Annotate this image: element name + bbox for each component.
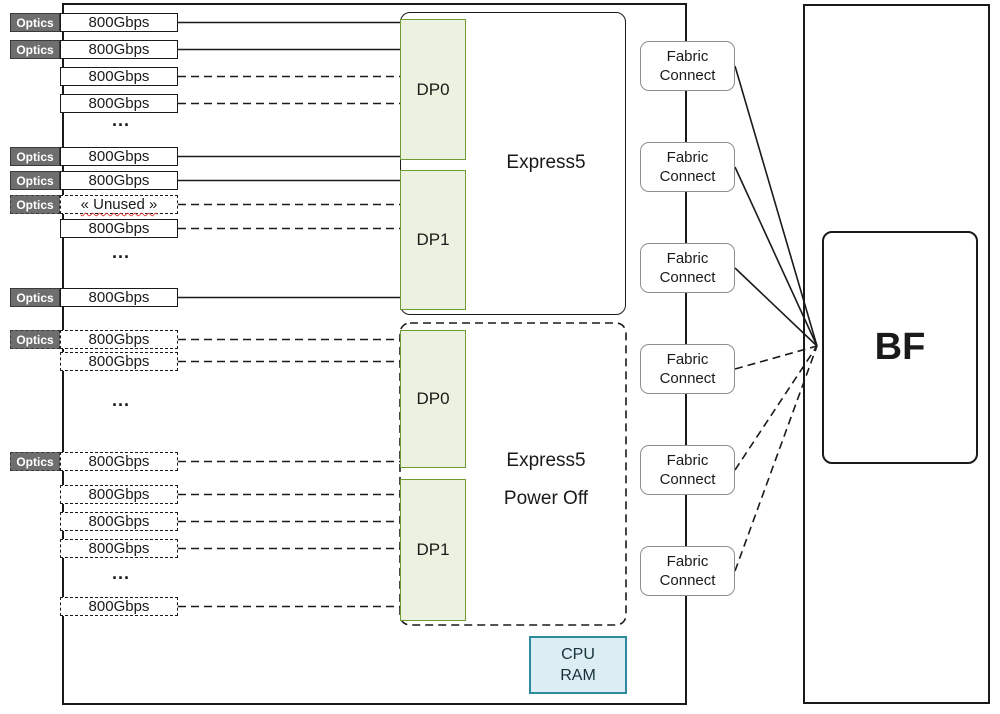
port-label: 800Gbps — [88, 540, 150, 557]
port-box: 800Gbps — [60, 219, 178, 238]
port-box: 800Gbps — [60, 330, 178, 349]
express5-on-block — [400, 12, 626, 315]
cpu-label: CPU — [561, 646, 595, 663]
port-label: 800Gbps — [88, 513, 150, 530]
port-box: 800Gbps — [60, 288, 178, 307]
bf-label: BF — [874, 326, 926, 368]
dp0-label: DP0 — [416, 79, 450, 99]
port-box: 800Gbps — [60, 352, 178, 371]
fabric-connect-node: Fabric Connect — [640, 445, 735, 495]
optics-badge: Optics — [10, 13, 60, 32]
port-box: 800Gbps — [60, 13, 178, 32]
more-ports-ellipsis: ... — [111, 110, 130, 130]
port-box: 800Gbps — [60, 67, 178, 86]
fabric-connect-node: Fabric Connect — [640, 243, 735, 293]
port-box: 800Gbps — [60, 171, 178, 190]
fabric-connect-node: Fabric Connect — [640, 41, 735, 91]
dp0-label: DP0 — [416, 389, 450, 408]
port-box: 800Gbps — [60, 597, 178, 616]
bf-block: BF — [822, 231, 978, 464]
port-label: 800Gbps — [88, 14, 150, 31]
optics-badge: Optics — [10, 330, 60, 349]
port-label: 800Gbps — [88, 172, 150, 189]
port-label: 800Gbps — [88, 289, 150, 306]
fabric-connect-node: Fabric Connect — [640, 142, 735, 192]
port-box: 800Gbps — [60, 40, 178, 59]
more-ports-ellipsis: ... — [111, 563, 130, 583]
express5-off-title: Express5 — [506, 450, 586, 471]
optics-badge: Optics — [10, 452, 60, 471]
dp1-block: DP1 — [400, 170, 466, 310]
express5-off-subtitle: Power Off — [503, 488, 589, 509]
port-label: 800Gbps — [88, 331, 150, 348]
optics-badge: Optics — [10, 40, 60, 59]
port-box: 800Gbps — [60, 94, 178, 113]
port-label: 800Gbps — [88, 148, 150, 165]
port-label: 800Gbps — [88, 68, 150, 85]
dp0-block-off: DP0 — [400, 330, 466, 468]
port-label: 800Gbps — [88, 95, 150, 112]
port-box-unused: « Unused » — [60, 195, 178, 214]
dp1-label: DP1 — [416, 230, 450, 249]
ram-label: RAM — [560, 667, 596, 684]
fabric-connect-node: Fabric Connect — [640, 344, 735, 394]
more-ports-ellipsis: ... — [111, 242, 130, 262]
port-label: 800Gbps — [88, 486, 150, 503]
optics-badge: Optics — [10, 195, 60, 214]
cpu-ram-block: CPU RAM — [529, 636, 627, 694]
dp1-label: DP1 — [416, 540, 450, 559]
optics-badge: Optics — [10, 147, 60, 166]
dp1-block-off: DP1 — [400, 479, 466, 621]
port-box: 800Gbps — [60, 485, 178, 504]
port-box: 800Gbps — [60, 147, 178, 166]
port-label: 800Gbps — [88, 41, 150, 58]
express5-on-title: Express5 — [506, 152, 586, 173]
port-box: 800Gbps — [60, 452, 178, 471]
fabric-connect-node: Fabric Connect — [640, 546, 735, 596]
dp0-block: DP0 — [400, 19, 466, 160]
port-label: « Unused » — [80, 196, 158, 213]
port-label: 800Gbps — [88, 598, 150, 615]
port-label: 800Gbps — [88, 353, 150, 370]
port-label: 800Gbps — [88, 453, 150, 470]
port-label: 800Gbps — [88, 220, 150, 237]
more-ports-ellipsis: ... — [111, 390, 130, 410]
optics-badge: Optics — [10, 171, 60, 190]
port-box: 800Gbps — [60, 539, 178, 558]
port-box: 800Gbps — [60, 512, 178, 531]
optics-badge: Optics — [10, 288, 60, 307]
